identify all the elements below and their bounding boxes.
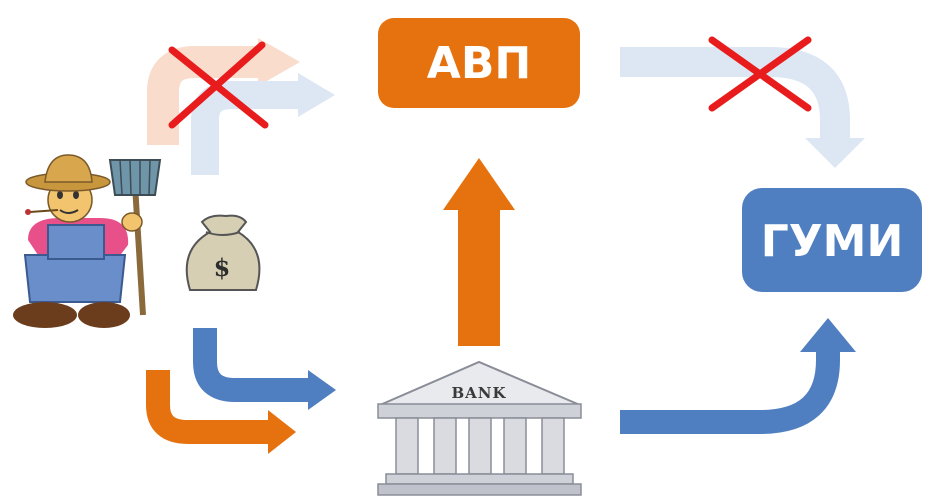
cross-icon — [708, 36, 812, 112]
arrow-farmer-to-bank-orange — [146, 370, 296, 454]
arrow-farmer-to-bank-blue — [193, 328, 336, 410]
node-avp: АВП — [378, 18, 580, 108]
bank-icon: BANK — [377, 360, 582, 496]
money-bag-icon: $ — [185, 214, 261, 291]
arrow-bank-to-avp — [443, 158, 515, 346]
arrow-bank-to-gumi — [620, 318, 856, 434]
farmer-icon — [13, 154, 162, 328]
faded-route-avp-to-gumi — [620, 47, 865, 168]
node-gumi-label: ГУМИ — [761, 216, 904, 267]
bank-label: BANK — [451, 384, 506, 402]
cross-icon — [168, 41, 269, 129]
node-gumi: ГУМИ — [742, 188, 922, 292]
money-bag-symbol: $ — [214, 253, 231, 282]
node-avp-label: АВП — [427, 38, 531, 89]
